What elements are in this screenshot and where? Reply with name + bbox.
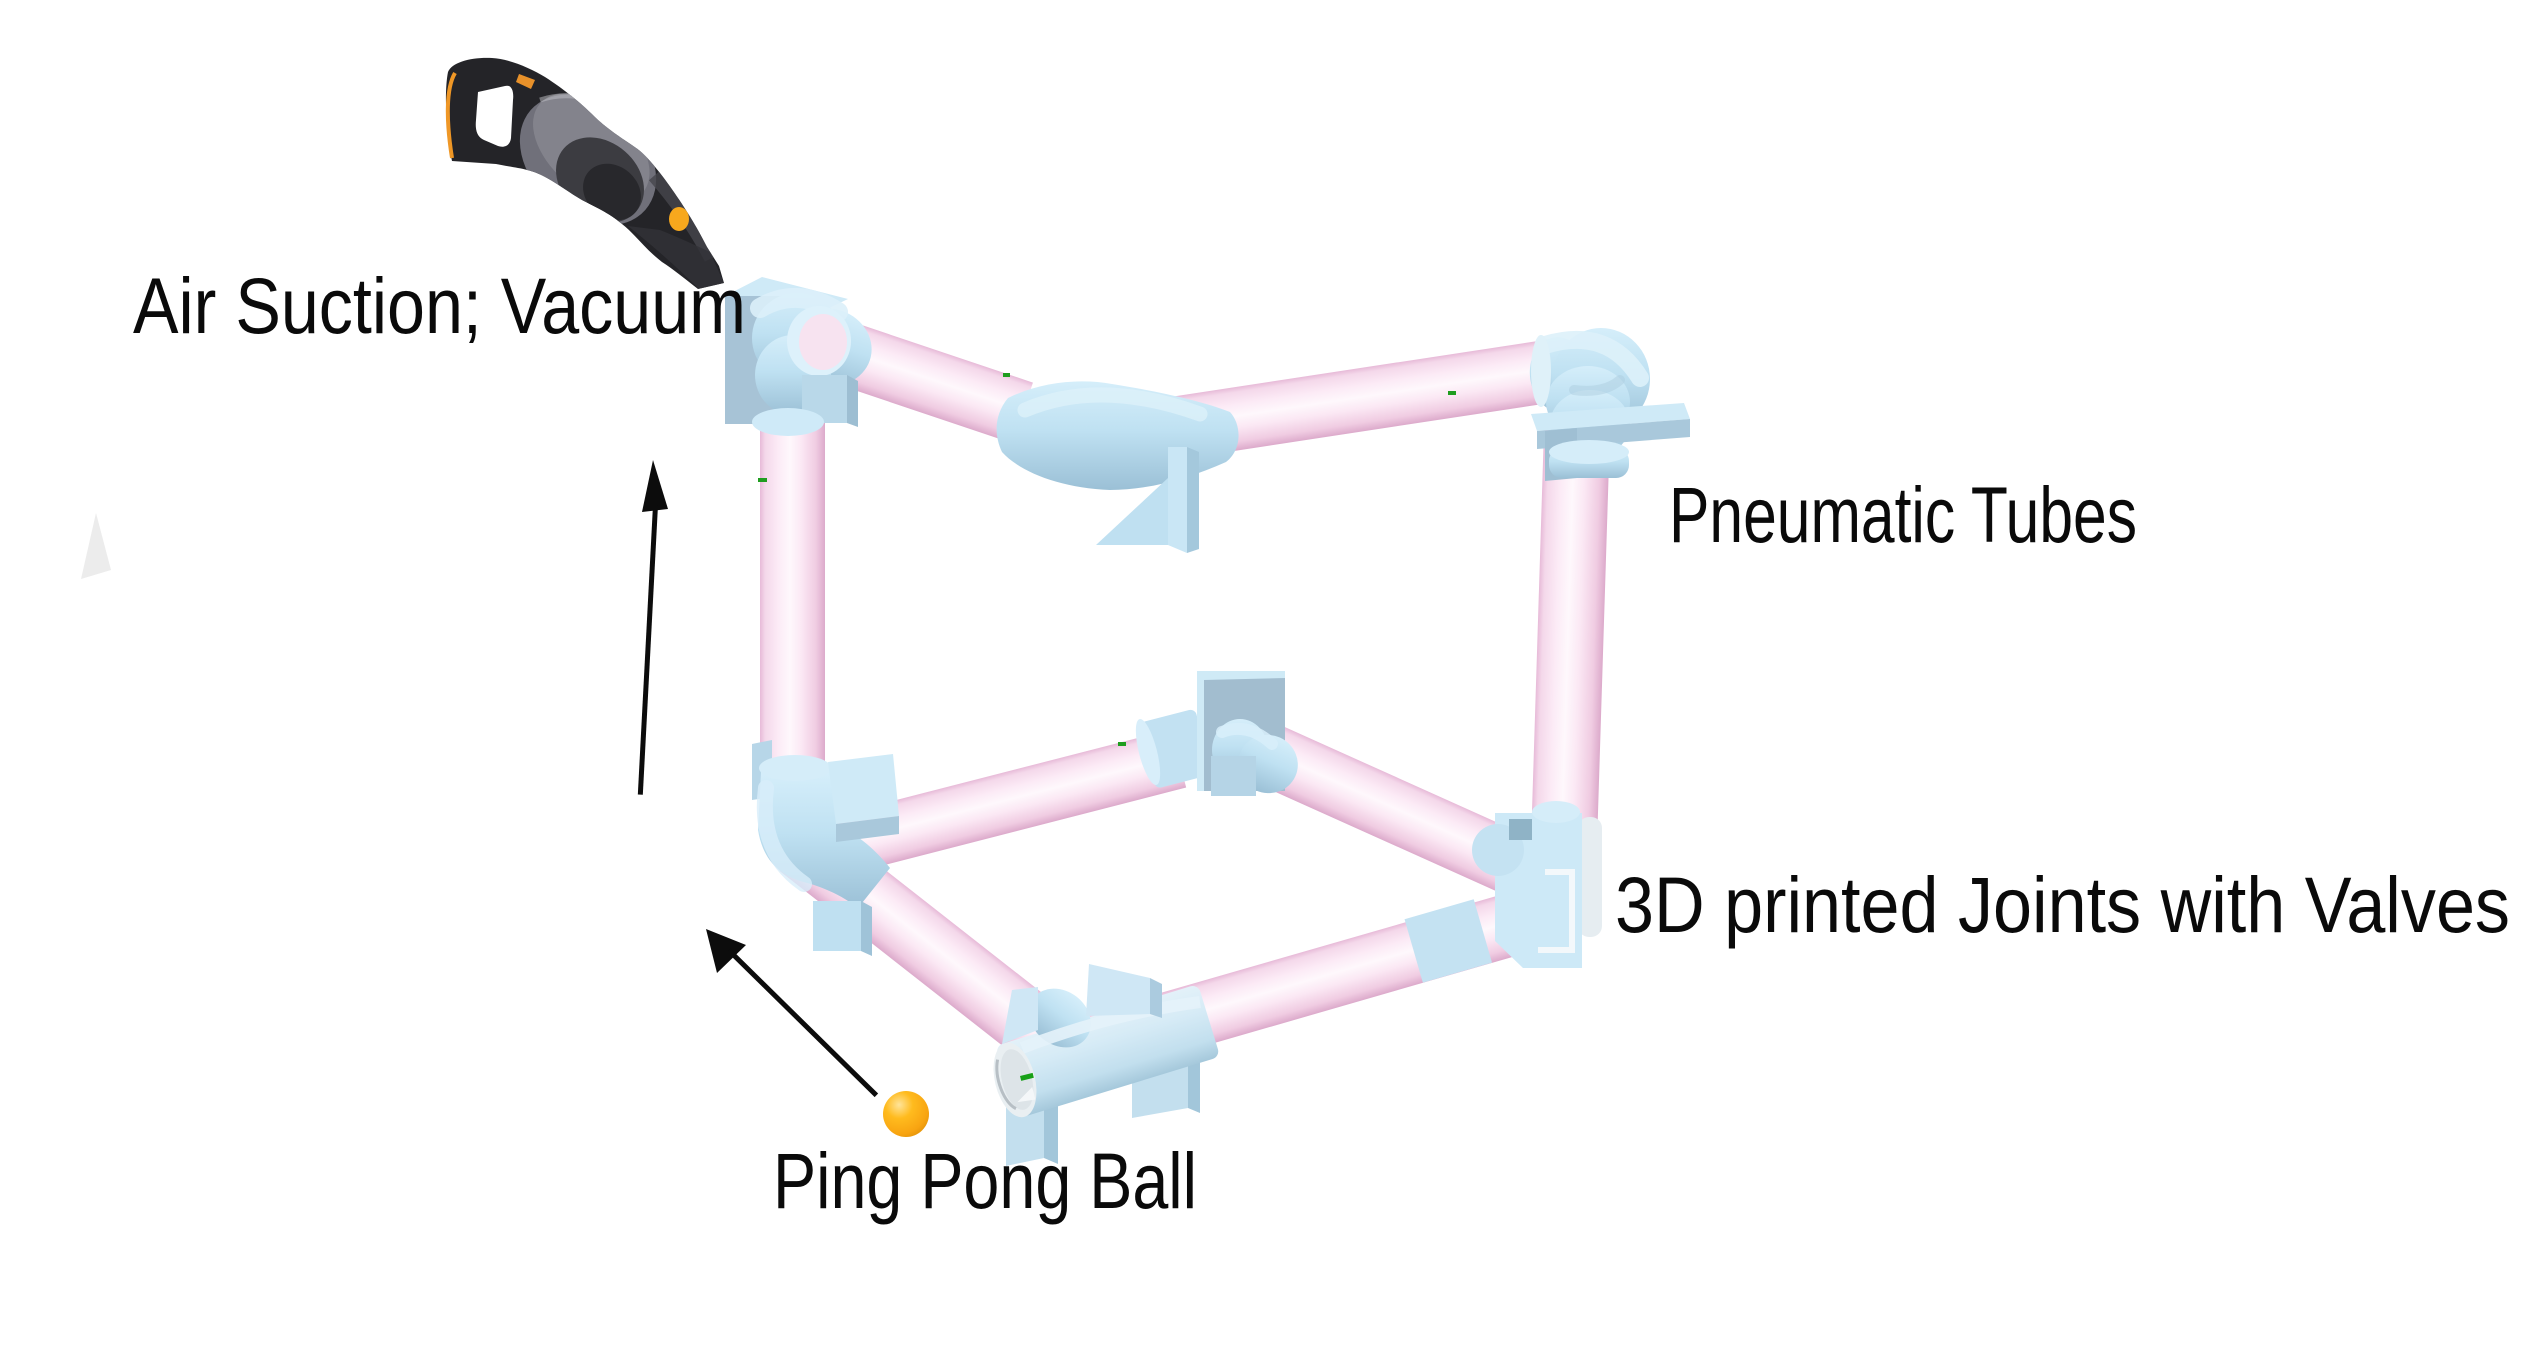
svg-text:3D printed Joints with Valves: 3D printed Joints with Valves: [1615, 860, 2510, 949]
svg-text:Air Suction; Vacuum: Air Suction; Vacuum: [133, 261, 746, 350]
svg-text:Pneumatic Tubes: Pneumatic Tubes: [1669, 470, 2137, 559]
svg-text:Ping Pong Ball: Ping Pong Ball: [773, 1136, 1197, 1225]
